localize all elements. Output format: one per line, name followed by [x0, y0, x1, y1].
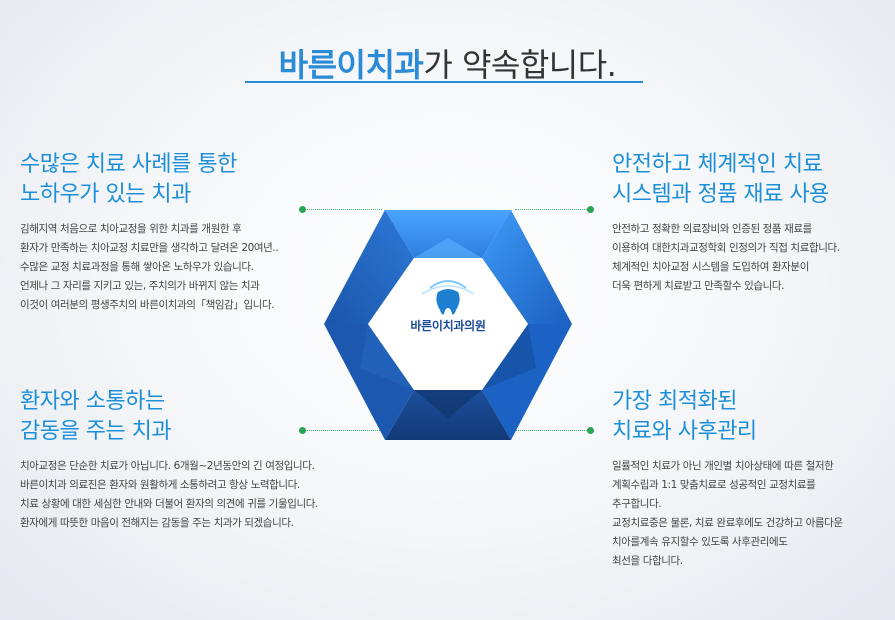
- section-body: 치아교정은 단순한 치료가 아닙니다. 6개월~2년동안의 긴 여정입니다. 바…: [20, 460, 318, 529]
- section-heading: 안전하고 체계적인 치료 시스템과 정품 재료 사용: [612, 152, 829, 207]
- title-rest: 가 약속합니다.: [423, 46, 617, 84]
- section-aftercare: 가장 최적화된 치료와 사후관리 일률적인 치료가 아닌 개인별 치아상태에 따…: [612, 387, 892, 571]
- section-heading: 수많은 치료 사례를 통한 노하우가 있는 치과: [20, 152, 237, 207]
- title-underline: [245, 81, 643, 83]
- section-body: 안전하고 정확한 의료장비와 인증된 정품 재료를 이용하여 대한치과교정학회 …: [612, 223, 840, 292]
- section-heading: 가장 최적화된 치료와 사후관리: [612, 389, 757, 444]
- logo-text: 바른이치과의원: [410, 319, 486, 333]
- section-safe-system: 안전하고 체계적인 치료 시스템과 정품 재료 사용 안전하고 정확한 의료장비…: [612, 150, 892, 296]
- connector-dot: [587, 206, 594, 213]
- connector-dot: [587, 427, 594, 434]
- connector-top-right: [515, 209, 593, 210]
- section-body: 일률적인 치료가 아닌 개인별 치아상태에 따른 철저한 계획수립과 1:1 맞…: [612, 460, 843, 567]
- connector-top-left: [302, 209, 382, 210]
- title-highlight: 바른이치과: [278, 46, 424, 84]
- connector-bottom-left: [302, 430, 382, 431]
- section-communication: 환자와 소통하는 감동을 주는 치과 치아교정은 단순한 치료가 아닙니다. 6…: [20, 387, 360, 533]
- connector-bottom-right: [515, 430, 593, 431]
- section-heading: 환자와 소통하는 감동을 주는 치과: [20, 389, 172, 444]
- section-know-how: 수많은 치료 사례를 통한 노하우가 있는 치과 김해지역 처음으로 치아교정을…: [20, 150, 320, 315]
- page-title: 바른이치과가 약속합니다.: [0, 40, 895, 86]
- tooth-icon: [421, 280, 475, 315]
- connector-dot: [299, 206, 306, 213]
- section-body: 김해지역 처음으로 치아교정을 위한 치과를 개원한 후 환자가 만족하는 치아…: [20, 223, 279, 311]
- hexagon-gem-logo: [324, 210, 572, 440]
- connector-dot: [299, 427, 306, 434]
